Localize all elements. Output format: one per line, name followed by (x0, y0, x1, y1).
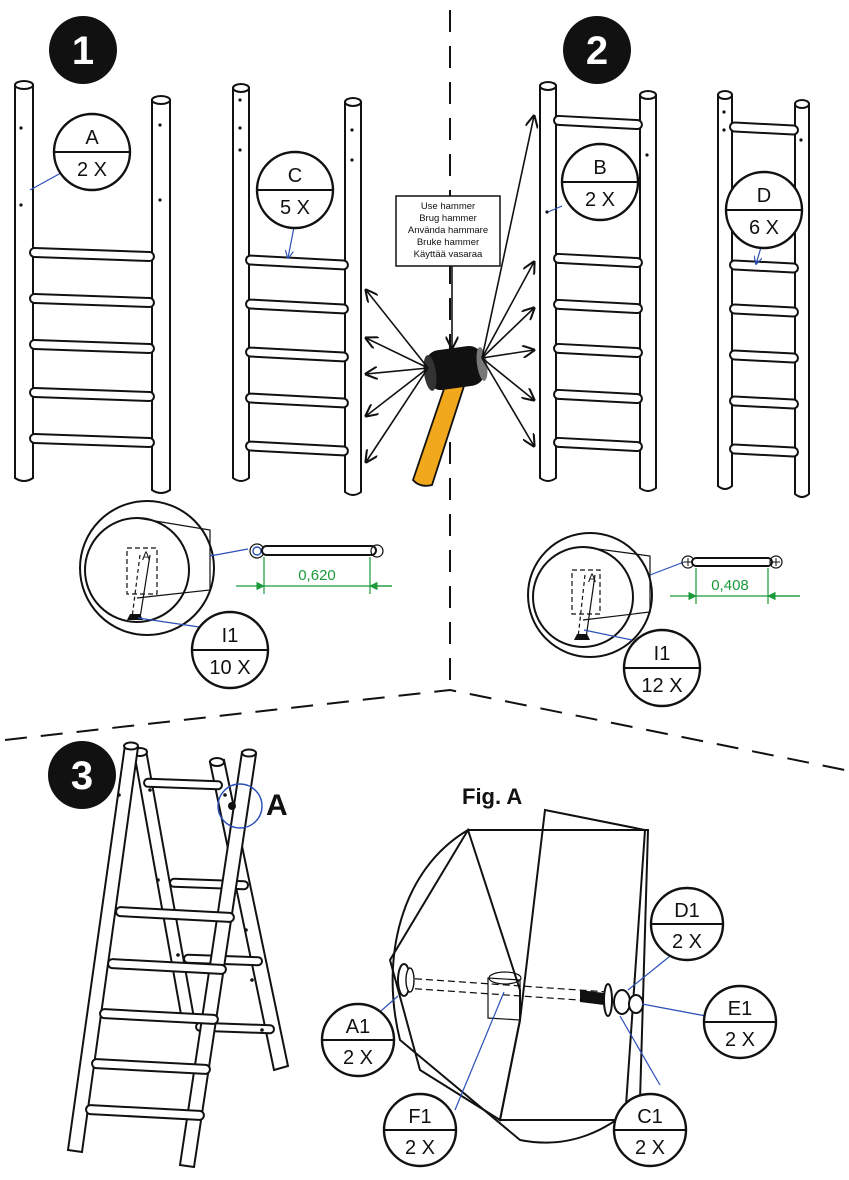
svg-text:I1: I1 (222, 625, 239, 647)
svg-text:2 X: 2 X (405, 1137, 435, 1159)
part-tag-d1: D1 2 X (649, 886, 725, 962)
part-tag-a1: A1 2 X (320, 1002, 396, 1078)
part-tag-d: D 6 X (724, 170, 804, 250)
svg-text:2 X: 2 X (725, 1029, 755, 1051)
svg-text:2 X: 2 X (672, 931, 702, 953)
part-tag-b: B 2 X (560, 142, 640, 222)
svg-text:C1: C1 (637, 1106, 663, 1128)
svg-text:2 X: 2 X (343, 1047, 373, 1069)
detail-nail-step1: A 0,620 (79, 500, 392, 636)
part-tag-a: A 2 X (52, 112, 132, 192)
svg-text:Fig. A: Fig. A (462, 784, 522, 809)
svg-text:A: A (85, 127, 99, 149)
svg-text:I1: I1 (654, 643, 671, 665)
svg-text:A1: A1 (346, 1016, 370, 1038)
impact-arrows-right (481, 116, 534, 446)
svg-text:2 X: 2 X (635, 1137, 665, 1159)
svg-text:A: A (142, 549, 150, 563)
svg-text:D1: D1 (674, 900, 700, 922)
svg-text:5 X: 5 X (280, 197, 310, 219)
assembled-ladder (66, 741, 290, 1169)
part-tag-i1-step1: I1 10 X (190, 610, 270, 690)
fig-a-detail: Fig. A (364, 784, 707, 1144)
part-tag-f1: F1 2 X (382, 1092, 458, 1168)
part-tag-c: C 5 X (255, 150, 335, 230)
svg-text:12 X: 12 X (641, 675, 682, 697)
svg-text:C: C (288, 165, 302, 187)
step3-badge: 3 (48, 741, 116, 809)
part-tag-e1: E1 2 X (702, 984, 778, 1060)
rung-set-c (232, 83, 362, 496)
detail-nail-step2: A 0,408 (527, 532, 800, 658)
svg-text:1: 1 (72, 29, 94, 73)
svg-text:Använda hammare: Använda hammare (408, 225, 488, 236)
svg-text:B: B (593, 157, 606, 179)
part-tag-i1-step2: I1 12 X (622, 628, 702, 708)
svg-text:F1: F1 (408, 1106, 431, 1128)
svg-text:A: A (588, 571, 596, 585)
impact-arrows-left (366, 290, 429, 462)
rung-set-d (717, 90, 810, 498)
svg-text:Brug hammer: Brug hammer (419, 213, 477, 224)
detail-callout-a: A (217, 783, 288, 829)
svg-text:E1: E1 (728, 998, 752, 1020)
svg-text:3: 3 (71, 754, 93, 798)
svg-text:2 X: 2 X (585, 189, 615, 211)
svg-text:2 X: 2 X (77, 159, 107, 181)
svg-text:0,408: 0,408 (711, 577, 749, 594)
part-tag-c1: C1 2 X (612, 1092, 688, 1168)
hammer-note: Use hammer Brug hammer Använda hammare B… (395, 195, 501, 348)
svg-text:10 X: 10 X (209, 657, 250, 679)
svg-text:Use hammer: Use hammer (421, 201, 475, 212)
svg-text:Käyttää vasaraa: Käyttää vasaraa (414, 249, 483, 260)
svg-text:6 X: 6 X (749, 217, 779, 239)
svg-text:D: D (757, 185, 771, 207)
svg-text:Bruke hammer: Bruke hammer (417, 237, 479, 248)
hammer-icon (411, 345, 488, 487)
svg-text:A: A (266, 789, 288, 822)
side-rail-b (539, 81, 657, 492)
svg-text:0,620: 0,620 (298, 567, 336, 584)
step2-badge: 2 (563, 16, 631, 84)
side-rail-a (14, 80, 171, 494)
step1-badge: 1 (49, 16, 117, 84)
svg-text:2: 2 (586, 29, 608, 73)
